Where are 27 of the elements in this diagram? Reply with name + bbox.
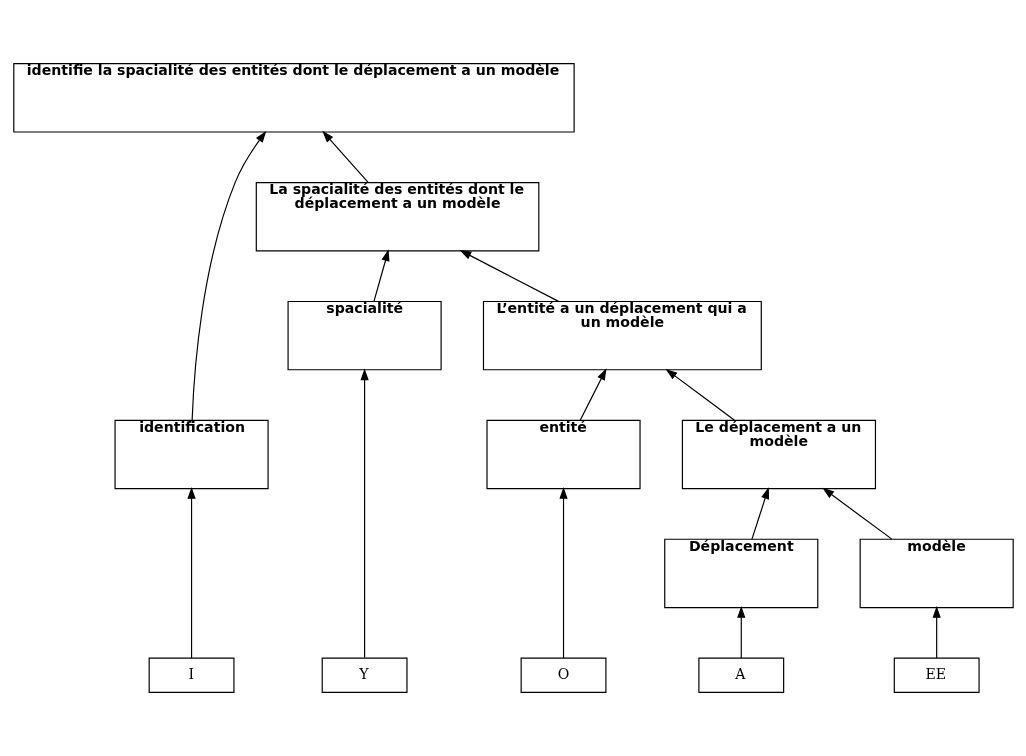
arrow xyxy=(191,130,266,421)
arrow xyxy=(821,487,892,540)
arrow xyxy=(459,250,559,302)
node-box: entité xyxy=(485,419,641,490)
node-box: Le déplacement a un modèle xyxy=(681,419,876,490)
node-box: A xyxy=(697,657,784,693)
node-box: identifie la spacialité des entités dont le déplacement a un modèle xyxy=(12,63,575,133)
arrow xyxy=(372,249,389,302)
arrow xyxy=(359,368,369,659)
node-box: modèle xyxy=(859,538,1014,609)
node-box: Y xyxy=(321,657,408,693)
arrow xyxy=(321,130,369,184)
arrow xyxy=(558,487,568,659)
arrow xyxy=(186,487,196,659)
arrow xyxy=(665,368,735,421)
node-box: identification xyxy=(113,419,269,490)
node-box: spacialité xyxy=(287,300,442,371)
node-box: I xyxy=(148,657,234,693)
arrow xyxy=(579,368,606,421)
node-box: EE xyxy=(893,657,980,693)
node-box: La spacialité des entités dont le déplacement a un modèle xyxy=(255,182,539,252)
arrow xyxy=(750,487,769,540)
arrow xyxy=(932,606,941,659)
node-box: Déplacement xyxy=(663,538,818,609)
node-box: L’entité a un déplacement qui a un modèle xyxy=(482,300,762,371)
node-box: O xyxy=(520,657,606,693)
arrow xyxy=(736,606,745,659)
